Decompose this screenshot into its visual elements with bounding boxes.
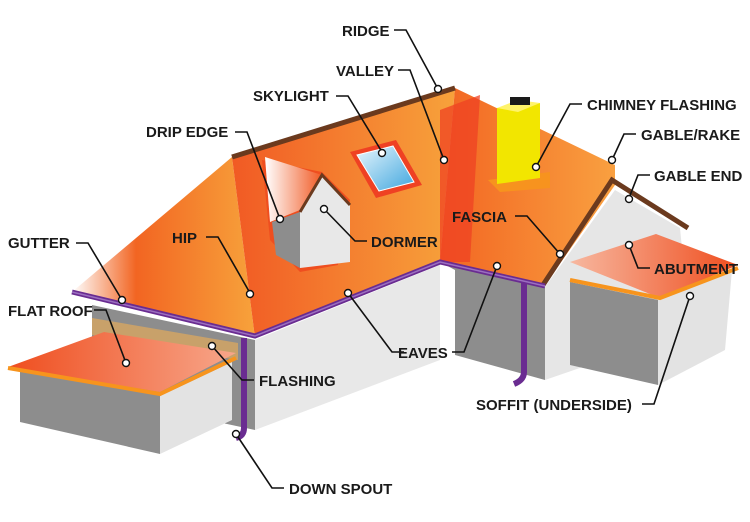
- marker-dot: [245, 289, 255, 299]
- label-gable-end: GABLE END: [654, 168, 743, 185]
- callout-valley: VALLEY: [336, 63, 449, 165]
- callout-chimney-flashing: CHIMNEY FLASHING: [531, 97, 737, 172]
- callout-ridge: RIDGE: [342, 23, 443, 94]
- callout-skylight: SKYLIGHT: [253, 88, 387, 158]
- label-gutter: GUTTER: [8, 235, 70, 252]
- callout-flat-roof: FLAT ROOF: [8, 303, 131, 368]
- label-flashing: FLASHING: [259, 373, 336, 390]
- label-dormer: DORMER: [371, 234, 438, 251]
- callout-abutment: ABUTMENT: [624, 240, 738, 278]
- marker-dot: [343, 288, 353, 298]
- callout-fascia: FASCIA: [452, 209, 565, 259]
- label-abutment: ABUTMENT: [654, 261, 738, 278]
- label-fascia: FASCIA: [452, 209, 507, 226]
- callout-gable-end: GABLE END: [624, 168, 743, 204]
- label-valley: VALLEY: [336, 63, 394, 80]
- marker-dot: [492, 261, 502, 271]
- label-flat-roof: FLAT ROOF: [8, 303, 93, 320]
- marker-dot: [439, 155, 449, 165]
- label-ridge: RIDGE: [342, 23, 390, 40]
- chimney: [488, 97, 550, 192]
- label-hip: HIP: [172, 230, 197, 247]
- marker-dot: [231, 429, 241, 439]
- marker-dot: [433, 84, 443, 94]
- label-gable-rake: GABLE/RAKE: [641, 127, 740, 144]
- label-drip-edge: DRIP EDGE: [146, 124, 228, 141]
- callout-gable-rake: GABLE/RAKE: [607, 127, 740, 165]
- marker-dot: [607, 155, 617, 165]
- marker-dot: [207, 341, 217, 351]
- callout-down-spout: DOWN SPOUT: [231, 429, 392, 498]
- marker-dot: [275, 214, 285, 224]
- callout-eaves: EAVES: [343, 261, 502, 362]
- label-soffit: SOFFIT (UNDERSIDE): [476, 397, 632, 414]
- marker-dot: [685, 291, 695, 301]
- callout-drip-edge: DRIP EDGE: [146, 124, 285, 224]
- callout-hip: HIP: [172, 230, 255, 299]
- marker-dot: [121, 358, 131, 368]
- callout-flashing: FLASHING: [207, 341, 336, 390]
- marker-dot: [555, 249, 565, 259]
- marker-dot: [117, 295, 127, 305]
- marker-dot: [531, 162, 541, 172]
- dormer: [262, 157, 352, 272]
- callout-soffit: SOFFIT (UNDERSIDE): [476, 291, 695, 414]
- label-eaves: EAVES: [398, 345, 448, 362]
- callout-dormer: DORMER: [319, 204, 438, 251]
- label-down-spout: DOWN SPOUT: [289, 481, 392, 498]
- callout-gutter: GUTTER: [8, 235, 127, 305]
- marker-dot: [624, 240, 634, 250]
- marker-dot: [319, 204, 329, 214]
- label-skylight: SKYLIGHT: [253, 88, 329, 105]
- marker-dot: [377, 148, 387, 158]
- label-chimney-flashing: CHIMNEY FLASHING: [587, 97, 737, 114]
- marker-dot: [624, 194, 634, 204]
